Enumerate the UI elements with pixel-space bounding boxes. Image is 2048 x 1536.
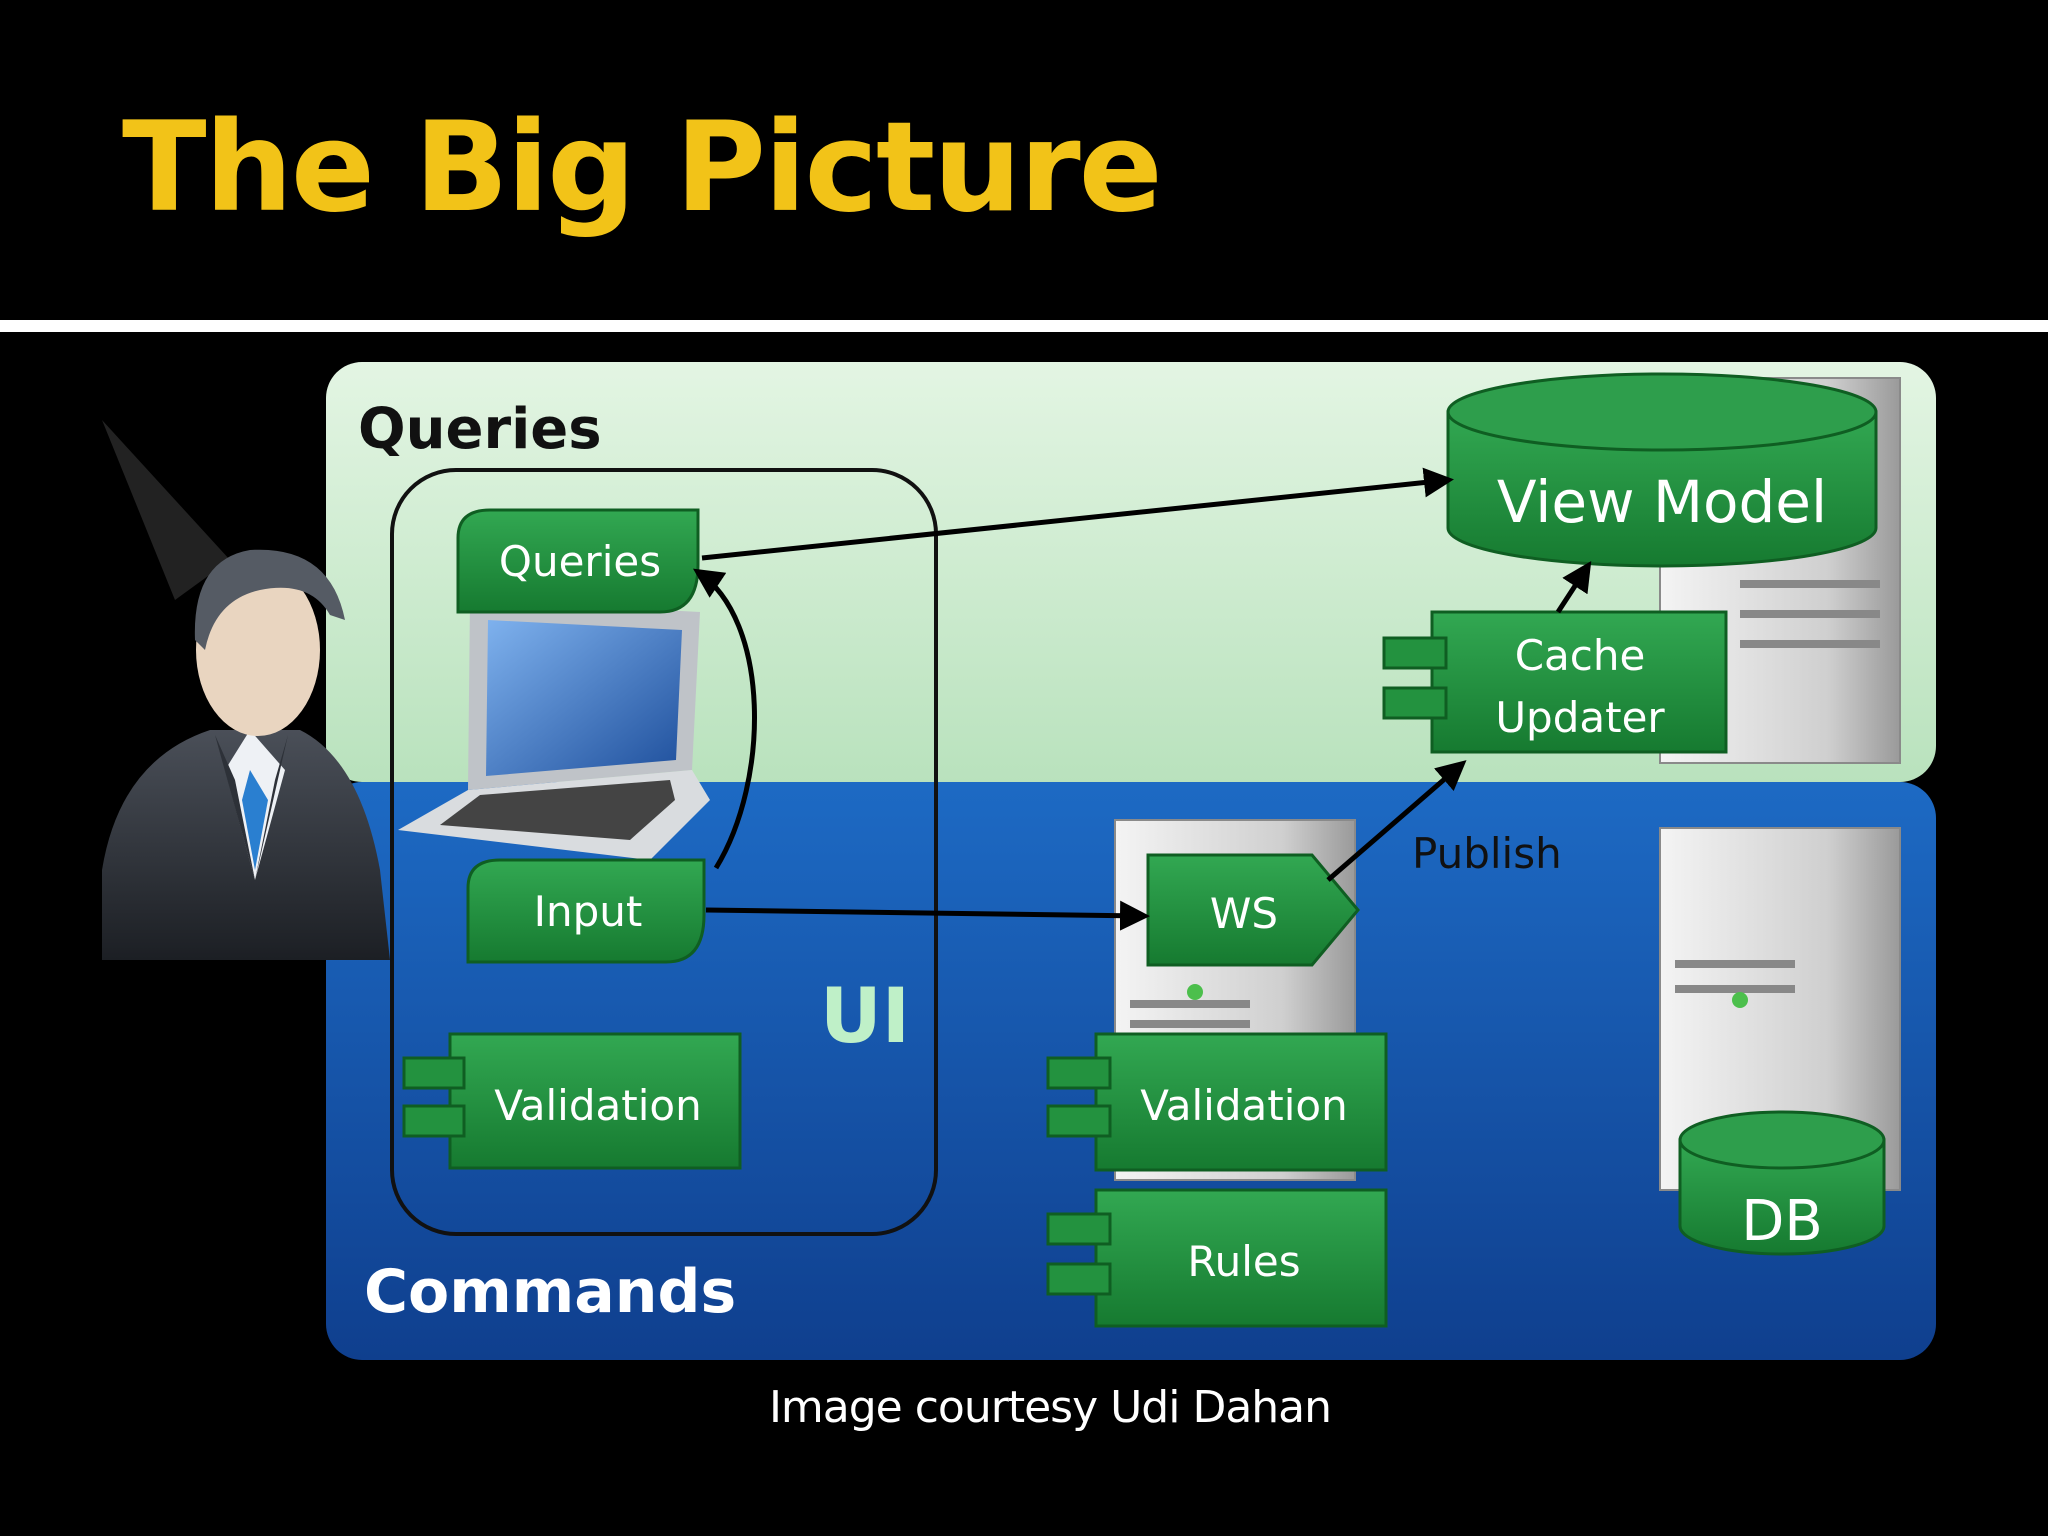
person-icon [102,549,390,960]
input-to-queries-arrow [693,568,757,870]
db-label: DB [1741,1189,1823,1254]
ui-boundary [390,468,938,1236]
queries-view-component: Queries [456,508,700,614]
cache-updater-to-view-model-arrow [1555,560,1592,614]
commands-region-label: Commands [364,1257,736,1327]
queries-to-view-model-arrow [701,467,1454,561]
queries-region-label: Queries [358,397,602,462]
ws-to-cache-updater-arrow [1326,760,1467,882]
spotlight-beam [102,420,230,600]
ws-component: WS [1146,853,1360,967]
image-caption: Image courtesy Udi Dahan [768,1382,1332,1433]
view-model-database: View Model [1446,372,1878,568]
laptop-icon [398,600,710,860]
view-model-label: View Model [1497,468,1827,536]
cache-updater-label-line1: Cache [1515,631,1646,680]
rules-label: Rules [1187,1237,1300,1286]
db-database: DB [1678,1110,1886,1256]
input-view-component: Input [466,858,706,964]
cache-updater-component: Cache Updater [1382,610,1728,754]
server-validation-label: Validation [1140,1081,1347,1130]
input-to-ws-arrow [705,900,1150,931]
ui-validation-label: Validation [494,1081,701,1130]
ui-region-label: UI [820,971,910,1060]
queries-view-label: Queries [499,537,661,586]
rules-component: Rules [1046,1188,1388,1328]
server-validation-component: Validation [1046,1032,1388,1172]
ui-validation-component: Validation [402,1032,742,1170]
publish-edge-label: Publish [1412,829,1562,878]
slide-title: The Big Picture [122,96,1163,240]
input-view-label: Input [534,887,643,936]
ws-label: WS [1210,889,1278,938]
cache-updater-label-line2: Updater [1495,693,1665,742]
title-divider [0,320,2048,332]
